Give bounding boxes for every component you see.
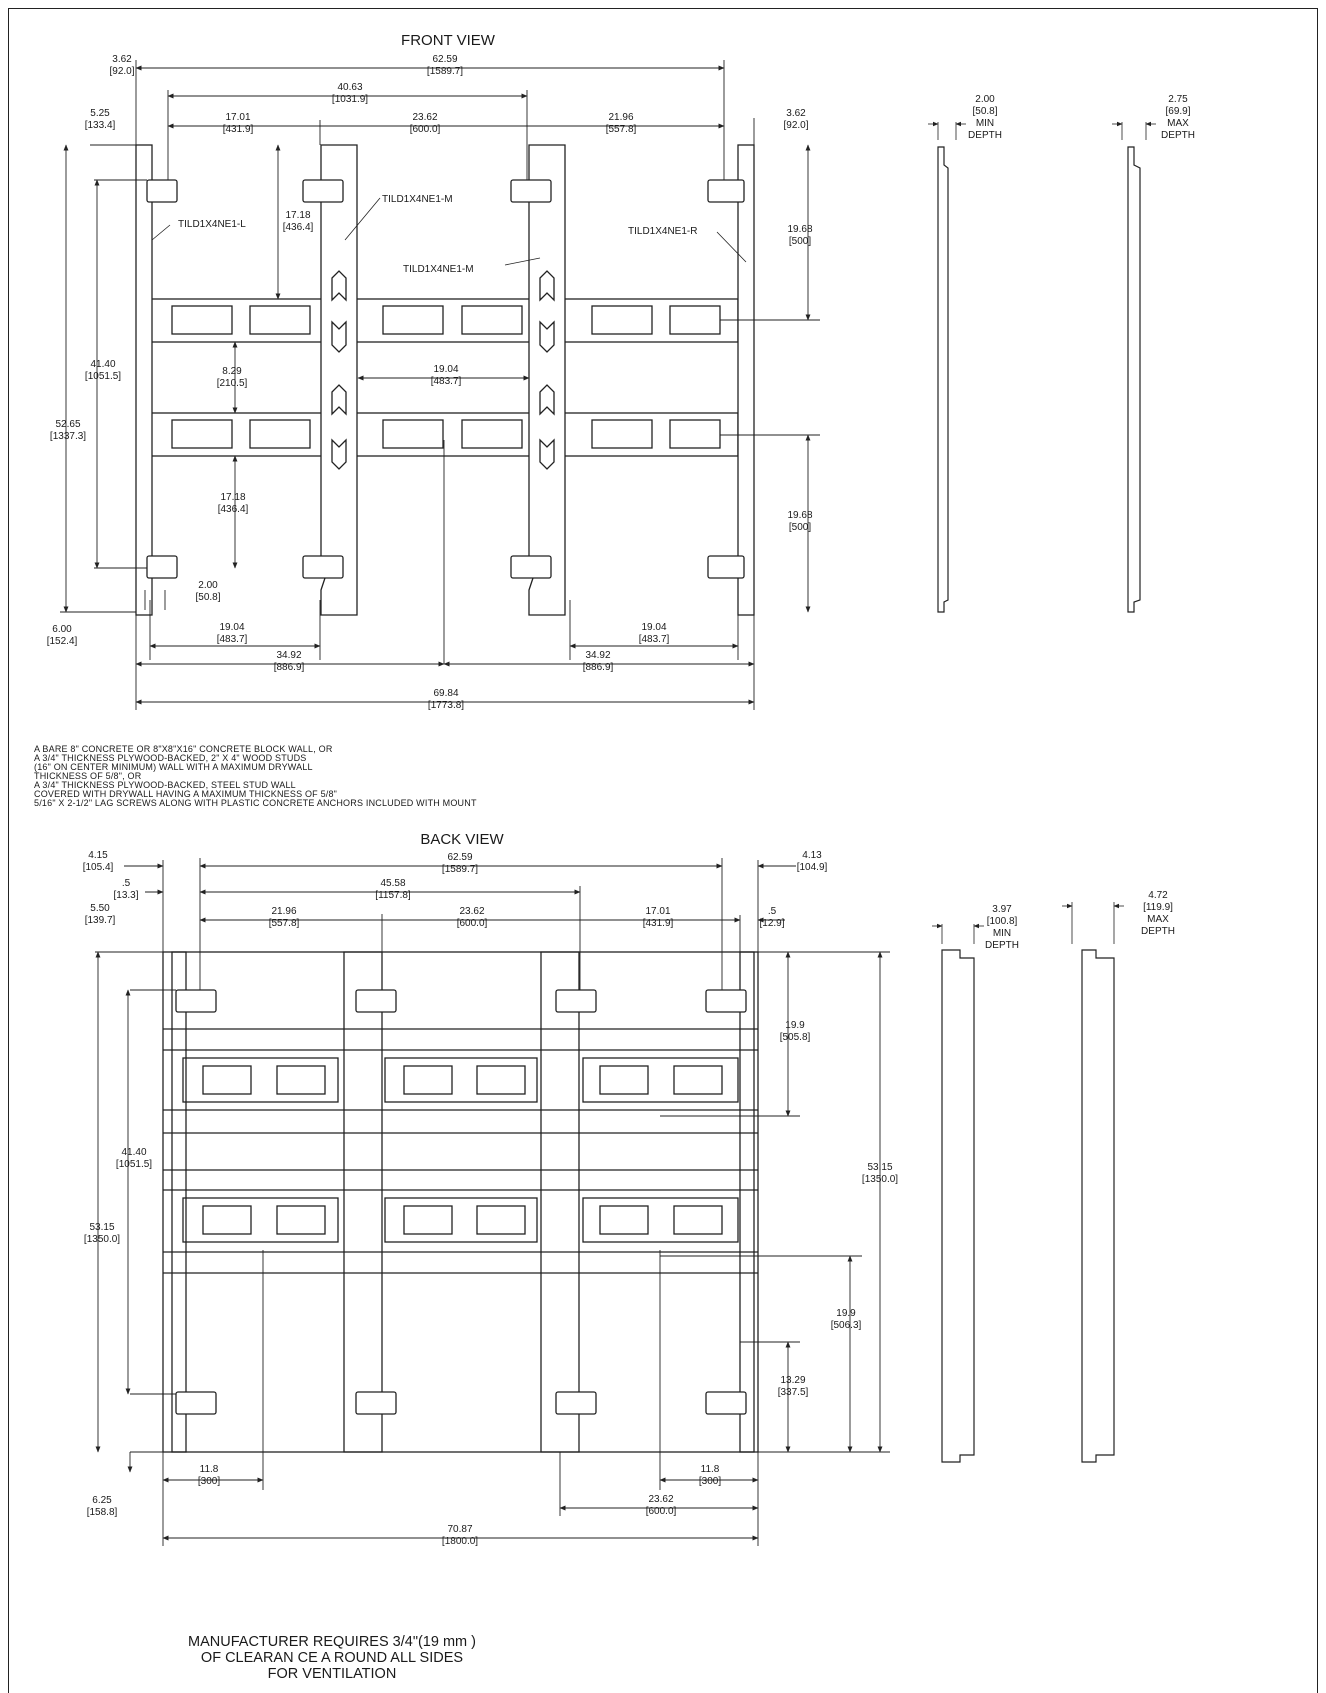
dim-d1: 3.62[92.0]: [109, 54, 134, 77]
dim-d21: 34.92[886.9]: [274, 650, 305, 673]
dim-d18: 6.00[152.4]: [47, 624, 78, 647]
dim-d22: 34.92[886.9]: [583, 650, 614, 673]
dim-b8: 23.62[600.0]: [457, 906, 488, 929]
front-view: FRONT VIEW: [47, 32, 1195, 711]
front-dimension-lines: [60, 60, 820, 710]
back-side-view-max: [1062, 902, 1124, 1463]
front-dimension-texts: 3.62[92.0] 62.59[1589.7] 40.63[1031.9] 5…: [47, 54, 813, 711]
front-side-view-max: [1112, 121, 1156, 613]
dim-d9: 17.18[436.4]: [283, 210, 314, 233]
front-rails: [135, 144, 755, 616]
note-line-4: THICKNESS OF 5/8", OR: [34, 771, 142, 781]
dim-d23: 69.84[1773.8]: [428, 688, 464, 711]
dim-d12: 8.29[210.5]: [217, 366, 248, 389]
vent-line-1: MANUFACTURER REQUIRES 3/4"(19 mm ): [188, 1634, 476, 1650]
dim-b11: 19.9[505.8]: [780, 1020, 811, 1043]
dim-b13: 53.15[1350.0]: [84, 1222, 120, 1245]
dim-b5: 45.58[1157.8]: [375, 878, 411, 901]
dim-b1: 4.15[105.4]: [83, 850, 114, 873]
note-line-3: (16" ON CENTER MINIMUM) WALL WITH A MAXI…: [34, 762, 313, 772]
front-hangers: [146, 179, 745, 579]
vent-line-2: OF CLEARAN CE A ROUND ALL SIDES: [201, 1650, 463, 1666]
dim-b3: 4.13[104.9]: [797, 850, 828, 873]
dim-d8: 3.62[92.0]: [783, 108, 808, 131]
front-side-view-min: [928, 121, 966, 613]
dim-d4: 5.25[133.4]: [85, 108, 116, 131]
dim-d7: 21.96[557.8]: [606, 112, 637, 135]
dim-d3: 40.63[1031.9]: [332, 82, 368, 105]
dim-d11: 41.40[1051.5]: [85, 359, 121, 382]
dim-b10: .5[12.9]: [759, 906, 784, 929]
dim-b16: 13.29[337.5]: [778, 1375, 809, 1398]
dim-b18: 11.8[300]: [699, 1464, 721, 1487]
installation-notes: A BARE 8" CONCRETE OR 8"X8"X16" CONCRETE…: [34, 744, 477, 808]
label-mid-bracket-2: TILD1X4NE1-M: [403, 264, 474, 275]
note-line-1: A BARE 8" CONCRETE OR 8"X8"X16" CONCRETE…: [34, 744, 333, 754]
dim-b15: 19.9[506.3]: [831, 1308, 862, 1331]
note-line-6: COVERED WITH DRYWALL HAVING A MAXIMUM TH…: [34, 789, 337, 799]
sheet-border: [8, 8, 1318, 1693]
dim-d16: 19.68[500]: [787, 510, 812, 533]
ventilation-note: MANUFACTURER REQUIRES 3/4"(19 mm ) OF CL…: [188, 1634, 476, 1682]
dim-b7: 21.96[557.8]: [269, 906, 300, 929]
dim-b2: 62.59[1589.7]: [442, 852, 478, 875]
dim-b17: 11.8[300]: [198, 1464, 220, 1487]
dim-d13: 19.04[483.7]: [431, 364, 462, 387]
dim-b14: 53.15[1350.0]: [862, 1162, 898, 1185]
label-right-bracket: TILD1X4NE1-R: [628, 226, 697, 237]
note-line-7: 5/16" X 2-1/2" LAG SCREWS ALONG WITH PLA…: [34, 798, 477, 808]
back-view-title: BACK VIEW: [420, 831, 504, 848]
vent-line-3: FOR VENTILATION: [268, 1666, 397, 1682]
back-dimension-lines: [95, 858, 890, 1546]
dim-d14: 52.65[1337.3]: [50, 419, 86, 442]
back-view: BACK VIEW: [83, 831, 1175, 1547]
note-line-5: A 3/4" THICKNESS PLYWOOD-BACKED, STEEL S…: [34, 780, 296, 790]
note-line-2: A 3/4" THICKNESS PLYWOOD-BACKED, 2" X 4"…: [34, 753, 307, 763]
dim-d2: 62.59[1589.7]: [427, 54, 463, 77]
dim-b20: 23.62[600.0]: [646, 1494, 677, 1517]
dim-b21: 70.87[1800.0]: [442, 1524, 478, 1547]
dim-d15: 17.18[436.4]: [218, 492, 249, 515]
back-hangers: [175, 989, 747, 1415]
label-mid-bracket-1: TILD1X4NE1-M: [382, 194, 453, 205]
dim-d6: 23.62[600.0]: [410, 112, 441, 135]
dim-d19: 19.04[483.7]: [217, 622, 248, 645]
dim-b6: 5.50[139.7]: [85, 903, 116, 926]
dim-b19: 6.25[158.8]: [87, 1495, 118, 1518]
back-side-view-min: [932, 923, 984, 1463]
dim-b12: 41.40[1051.5]: [116, 1147, 152, 1170]
dim-d20: 19.04[483.7]: [639, 622, 670, 645]
front-view-title: FRONT VIEW: [401, 32, 496, 49]
dim-b9: 17.01[431.9]: [643, 906, 674, 929]
dim-d5: 17.01[431.9]: [223, 112, 254, 135]
dim-d17: 2.00[50.8]: [195, 580, 220, 603]
dim-b4: .5[13.3]: [113, 878, 138, 901]
front-leaders: [151, 197, 747, 266]
dim-d10: 19.68[500]: [787, 224, 812, 247]
label-left-bracket: TILD1X4NE1-L: [178, 219, 246, 230]
back-dimension-texts: 4.15[105.4] 62.59[1589.7] 4.13[104.9] .5…: [83, 850, 899, 1547]
back-frame: [162, 951, 759, 1453]
